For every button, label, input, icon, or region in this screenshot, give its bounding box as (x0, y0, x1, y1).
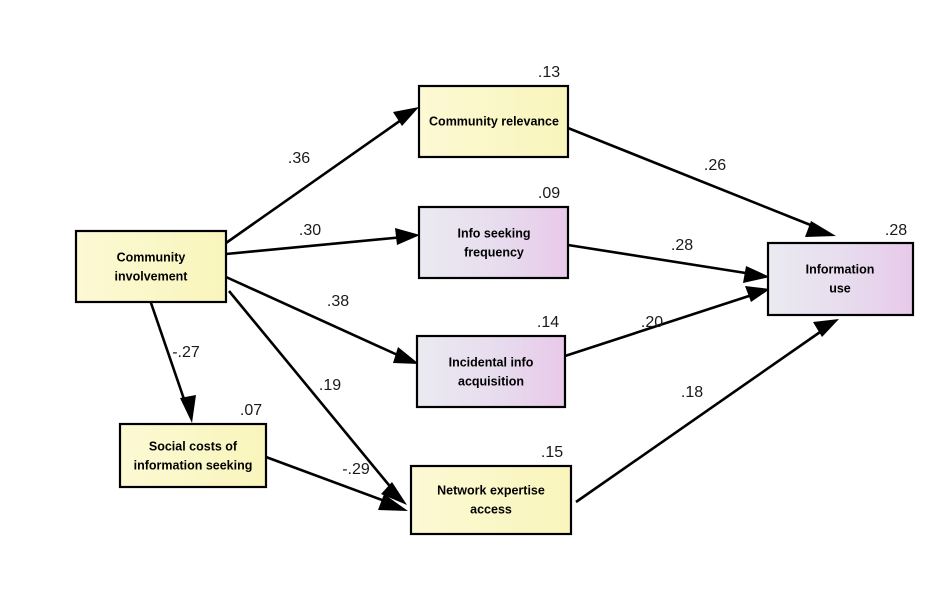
edge-ci-to-iia: .38 (225, 275, 419, 364)
node-label-incidental-info-acquisition-line2: acquisition (458, 374, 524, 388)
node-label-community-involvement-line2: involvement (115, 269, 189, 283)
node-label-community-involvement-line1: Community (117, 250, 186, 264)
arrow-head-iia-to-iu (745, 286, 770, 302)
arrow-head-nea-to-iu (813, 319, 839, 337)
edge-ci-to-scis: -.27 (148, 299, 200, 423)
node-box-network-expertise-access[interactable] (409, 464, 573, 536)
node-label-info-seeking-frequency-line1: Info seeking (458, 226, 531, 240)
node-label-social-costs-line1: Social costs of (149, 439, 238, 453)
edge-isf-to-iu: .28 (567, 237, 770, 283)
node-box-incidental-info-acquisition[interactable] (415, 334, 567, 409)
node-label-information-use-line1: Information (806, 262, 875, 276)
node-r2-information-use: .28 (885, 222, 907, 239)
node-community-involvement[interactable]: Community involvement (74, 229, 228, 304)
arrow-head-isf-to-iu (743, 266, 770, 283)
edge-label-nea-to-iu: .18 (681, 384, 703, 401)
edge-label-ci-to-isf: .30 (299, 222, 321, 239)
edges-layer: .36 .30 .38 -.27 (148, 107, 839, 511)
node-r2-network-expertise-access: .15 (541, 444, 563, 461)
edge-ci-to-nea: .19 (227, 290, 407, 505)
node-label-social-costs-line2: information seeking (134, 458, 253, 472)
edge-label-ci-to-cr: .36 (288, 150, 310, 167)
node-network-expertise-access[interactable]: Network expertise access .15 (409, 444, 573, 536)
edge-cr-to-iu: .26 (567, 126, 836, 237)
edge-nea-to-iu: .18 (575, 319, 839, 504)
arrow-head-ci-to-isf (395, 228, 420, 245)
node-label-information-use-line2: use (829, 281, 851, 295)
node-label-network-expertise-access-line2: access (470, 502, 512, 516)
edge-label-scis-to-nea: -.29 (342, 461, 370, 478)
node-label-incidental-info-acquisition-line1: Incidental info (449, 355, 534, 369)
nodes-layer: Community involvement Community relevanc… (74, 64, 915, 536)
edge-ci-to-isf: .30 (225, 222, 420, 256)
node-social-costs-of-information-seeking[interactable]: Social costs of information seeking .07 (118, 402, 268, 489)
arrow-head-ci-to-cr (393, 107, 419, 126)
edge-label-isf-to-iu: .28 (671, 237, 693, 254)
edge-scis-to-nea: -.29 (265, 455, 408, 511)
edge-ci-to-cr: .36 (225, 107, 419, 245)
node-box-community-relevance[interactable] (417, 84, 570, 159)
node-r2-incidental-info-acquisition: .14 (537, 314, 559, 331)
node-info-seeking-frequency[interactable]: Info seeking frequency .09 (417, 185, 570, 280)
node-label-community-relevance-line1: Community relevance (429, 114, 559, 128)
node-label-info-seeking-frequency-line2: frequency (464, 245, 524, 259)
node-box-info-seeking-frequency[interactable] (417, 205, 570, 280)
edge-label-cr-to-iu: .26 (704, 157, 726, 174)
edge-iia-to-iu: .20 (564, 286, 770, 358)
edge-label-iia-to-iu: .20 (641, 314, 663, 331)
node-box-information-use[interactable] (766, 241, 915, 317)
arrow-head-ci-to-nea (381, 482, 407, 505)
arrow-head-scis-to-nea (378, 494, 408, 511)
edge-label-ci-to-iia: .38 (327, 293, 349, 310)
node-box-community-involvement[interactable] (74, 229, 228, 304)
arrow-head-ci-to-iia (393, 347, 419, 364)
node-label-network-expertise-access-line1: Network expertise (437, 483, 545, 497)
node-community-relevance[interactable]: Community relevance .13 (417, 64, 570, 159)
edge-label-ci-to-nea: .19 (319, 377, 341, 394)
node-information-use[interactable]: Information use .28 (766, 222, 915, 317)
arrow-head-ci-to-scis (180, 395, 196, 423)
edge-label-ci-to-scis: -.27 (172, 344, 200, 361)
arrow-head-cr-to-iu (805, 221, 836, 237)
node-incidental-info-acquisition[interactable]: Incidental info acquisition .14 (415, 314, 567, 409)
node-r2-community-relevance: .13 (538, 64, 560, 81)
node-r2-info-seeking-frequency: .09 (538, 185, 560, 202)
node-box-social-costs-of-information-seeking[interactable] (118, 422, 268, 489)
node-r2-social-costs: .07 (240, 402, 262, 419)
